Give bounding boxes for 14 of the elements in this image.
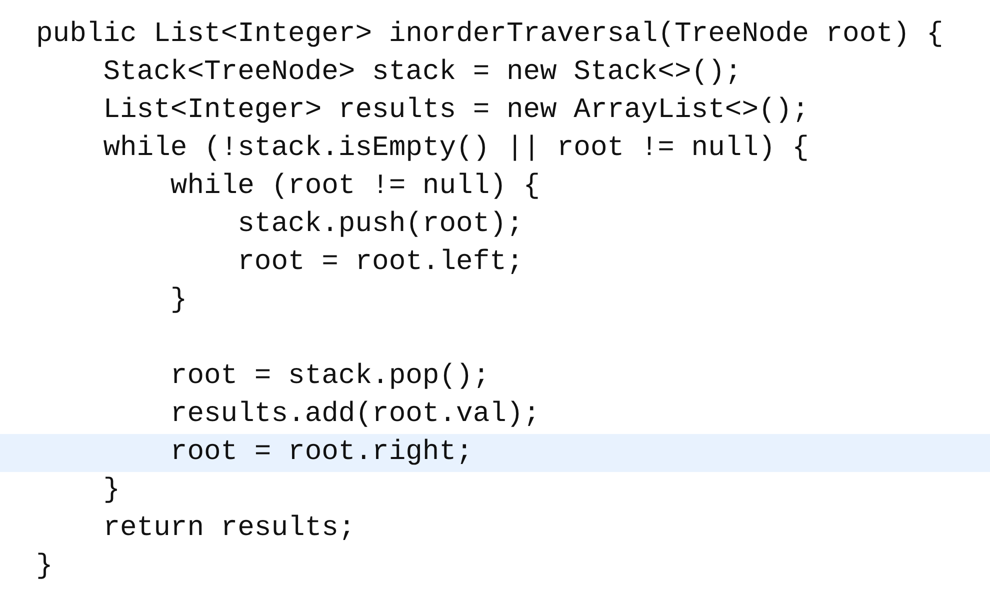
code-line: Stack<TreeNode> stack = new Stack<>(); [103, 56, 742, 90]
code-line: public List<Integer> inorderTraversal(TreeNode root) { [36, 18, 944, 52]
code-line: while (root != null) { [170, 170, 540, 204]
code-line: root = stack.pop(); [170, 360, 490, 394]
code-line: } [103, 474, 120, 508]
code-line: stack.push(root); [238, 208, 524, 242]
code-line: } [36, 550, 53, 584]
code-line: return results; [103, 512, 356, 546]
code-line: List<Integer> results = new ArrayList<>(); [103, 94, 809, 128]
code-line: while (!stack.isEmpty() || root != null) { [103, 132, 809, 166]
code-line: results.add(root.val); [170, 398, 540, 432]
code-line: root = root.left; [238, 246, 524, 280]
code-line: root = root.right; [170, 436, 473, 470]
code-line: } [170, 284, 188, 318]
